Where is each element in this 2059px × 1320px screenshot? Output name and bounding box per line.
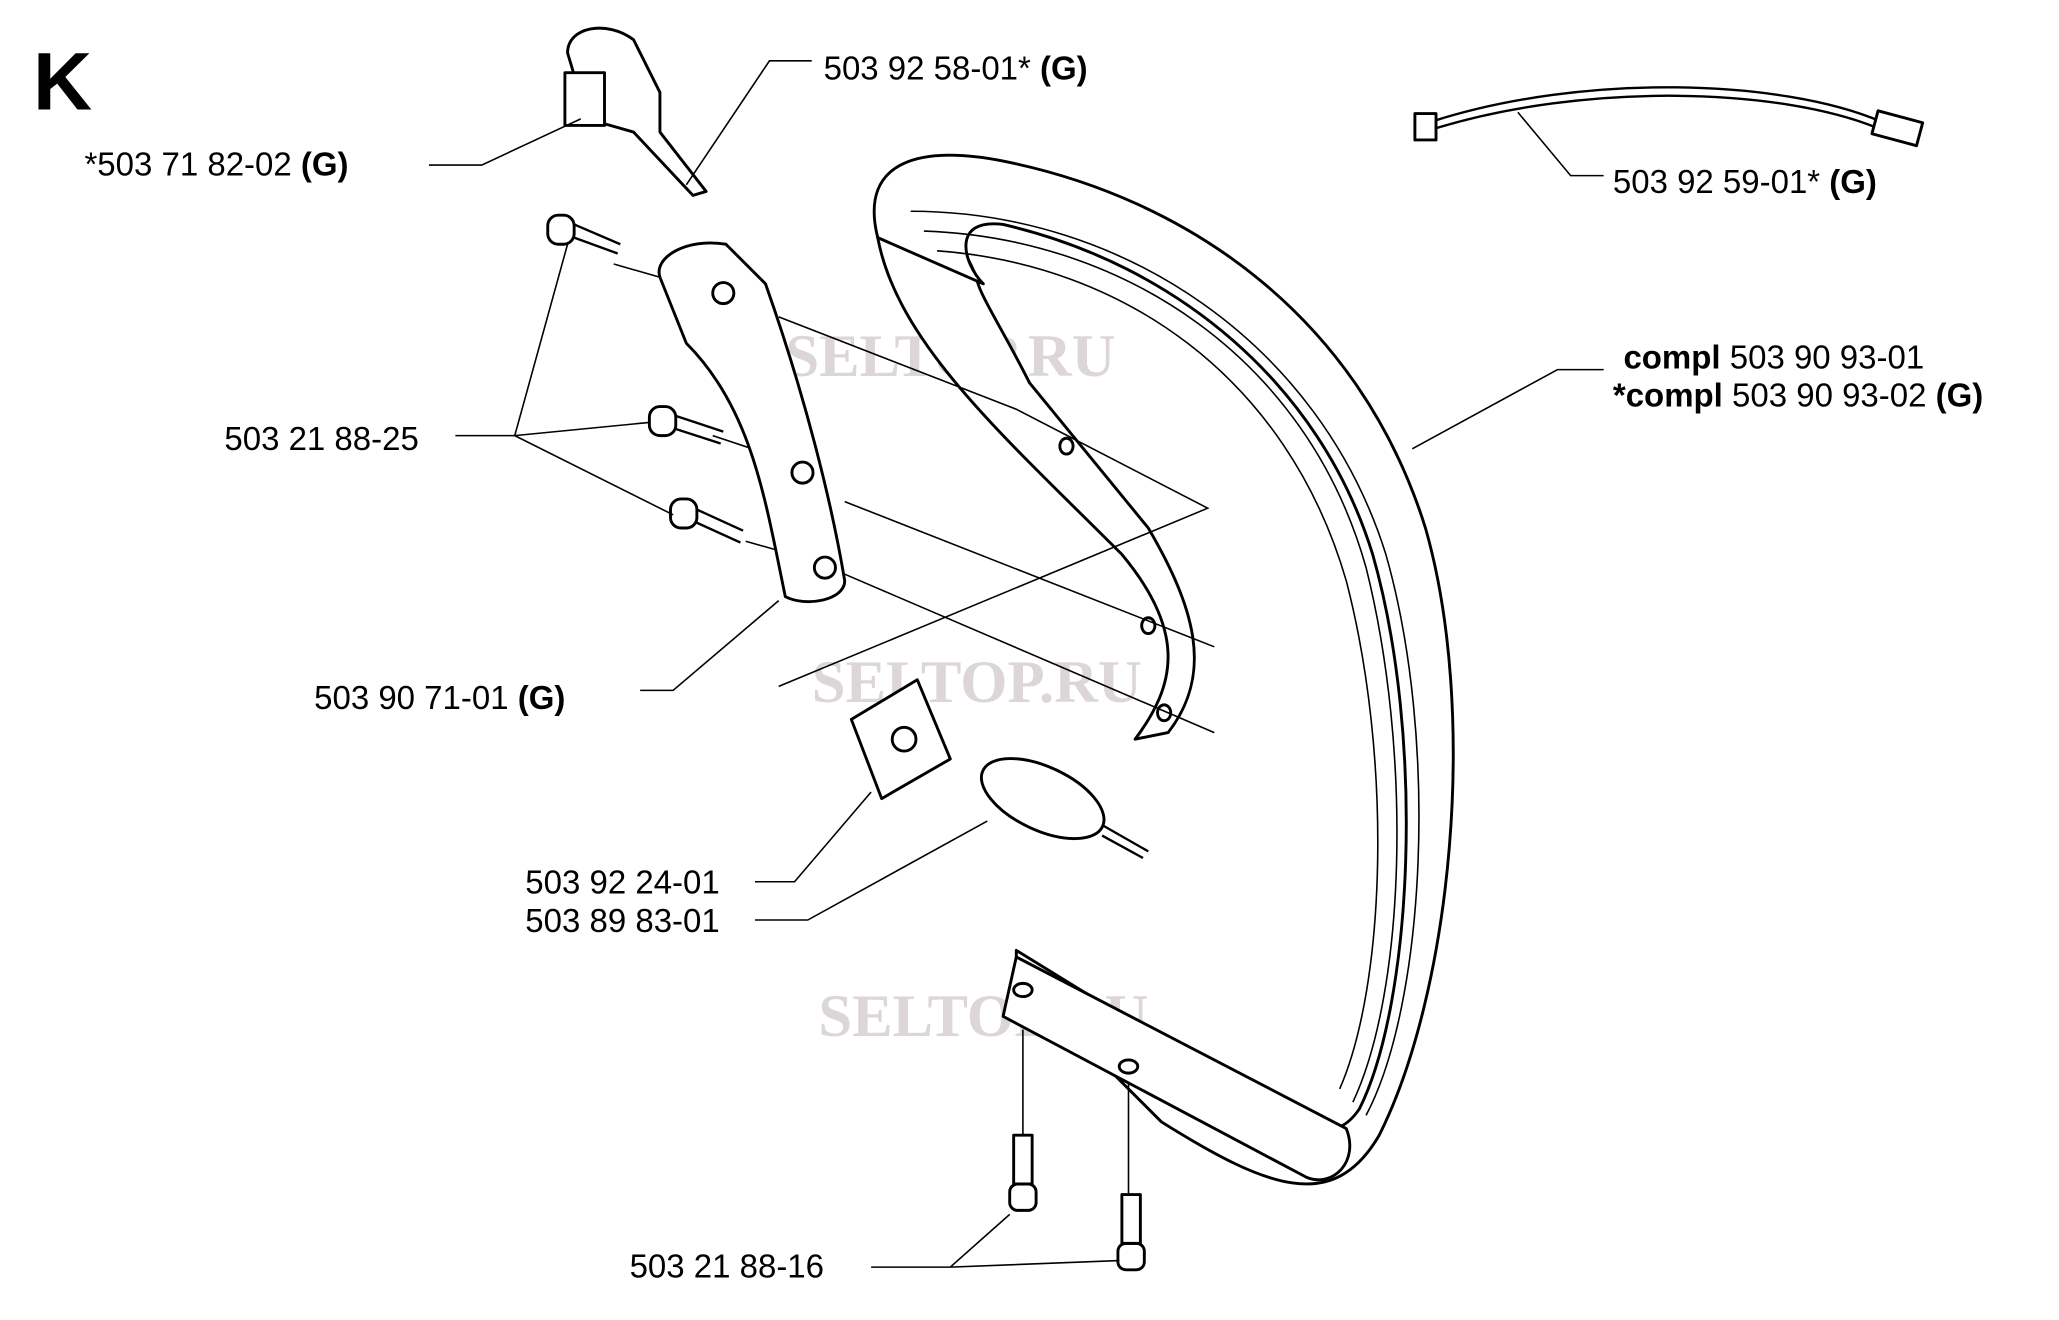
front-handle [872, 153, 1455, 1186]
label-screw-16: 503 21 88-16 [630, 1248, 824, 1285]
label-bracket: 503 90 71-01 (G) [314, 679, 565, 716]
label-screw-25: 503 21 88-25 [224, 420, 418, 457]
label-handle-2: *compl 503 90 93-02 (G) [1613, 377, 1983, 414]
label-spring: 503 89 83-01 [525, 902, 719, 939]
cable [1413, 86, 1925, 148]
label-cable: 503 92 59-01* (G) [1613, 163, 1877, 200]
label-switch: *503 71 82-02 (G) [84, 146, 348, 183]
label-trigger: 503 92 58-01* (G) [824, 49, 1088, 86]
label-handle-1: compl 503 90 93-01 [1623, 338, 1924, 375]
section-letter: K [33, 37, 92, 128]
trigger [566, 26, 708, 197]
label-clip: 503 92 24-01 [525, 864, 719, 901]
bracket [657, 241, 847, 604]
watermark: SELTOP.RU [812, 649, 1142, 716]
spring [979, 757, 1149, 860]
